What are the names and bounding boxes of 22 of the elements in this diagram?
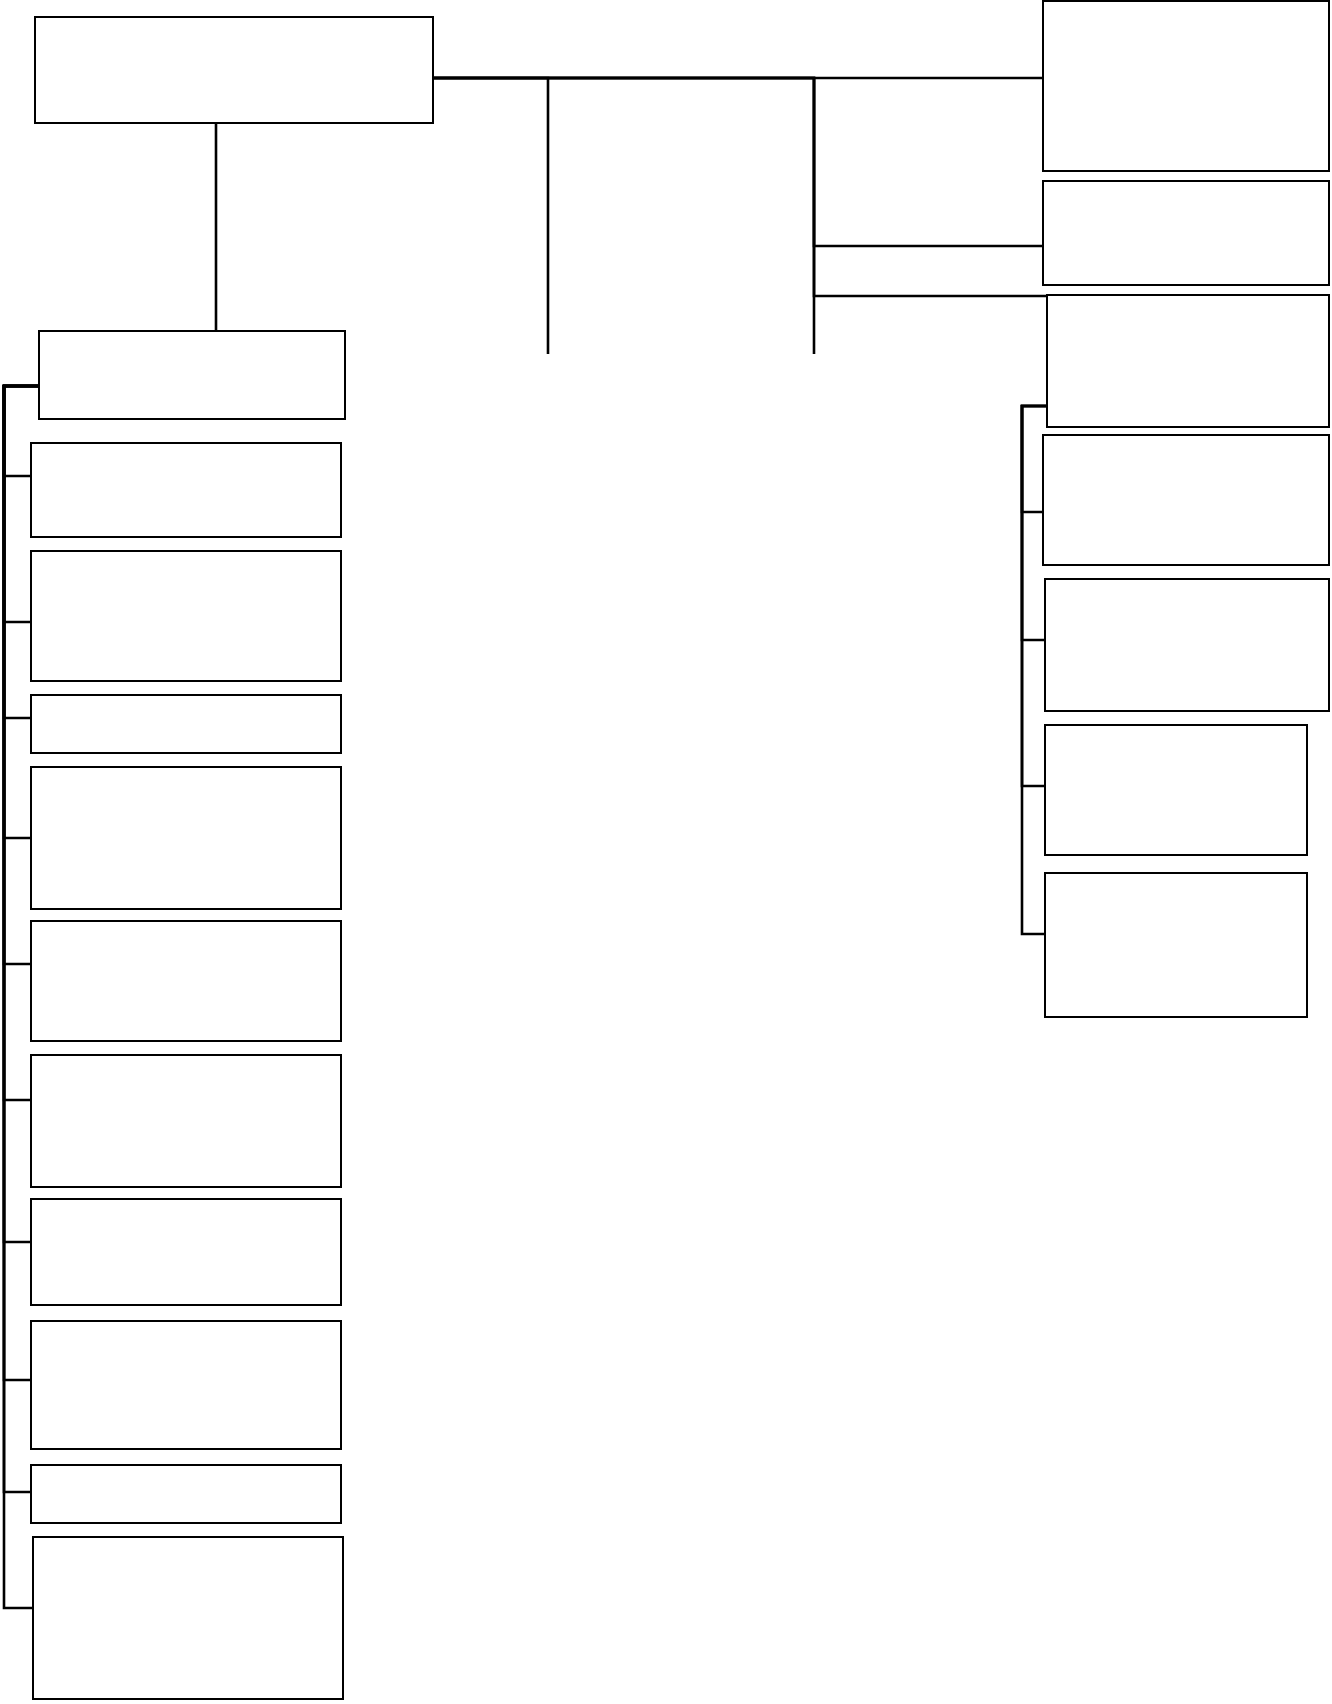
connector-line [1020, 404, 1046, 936]
empty-box [1044, 872, 1308, 1018]
empty-box [1042, 0, 1330, 172]
empty-box [1044, 724, 1308, 856]
empty-box [32, 1536, 344, 1700]
empty-box [30, 766, 342, 910]
empty-box [30, 920, 342, 1042]
empty-box [30, 442, 342, 538]
empty-box [30, 550, 342, 682]
connector-line [214, 124, 218, 330]
empty-box [30, 1464, 342, 1524]
empty-box [38, 330, 346, 420]
empty-box [30, 1198, 342, 1306]
empty-box [34, 16, 434, 124]
connector-line [434, 76, 1046, 298]
empty-box [1042, 434, 1330, 566]
empty-box [1042, 180, 1330, 286]
empty-box [30, 1320, 342, 1450]
empty-box [1046, 294, 1330, 428]
empty-box [30, 694, 342, 754]
empty-box [30, 1054, 342, 1188]
empty-box [1044, 578, 1330, 712]
